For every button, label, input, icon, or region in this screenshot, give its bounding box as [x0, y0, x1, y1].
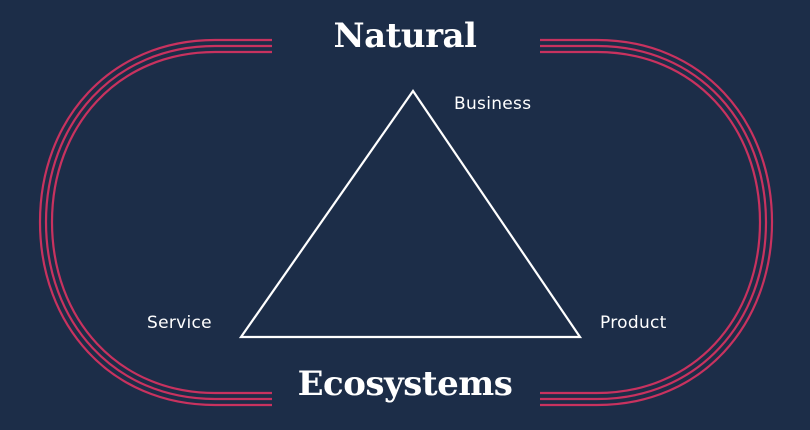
- right-ring: [540, 38, 774, 407]
- left-ring-line-1: [38, 38, 272, 407]
- left-ring-line-2: [44, 44, 272, 401]
- triangle: [238, 89, 583, 339]
- vertex-label-product: Product: [600, 313, 667, 333]
- vertex-label-service: Service: [147, 313, 212, 333]
- title-ecosystems: Ecosystems: [297, 364, 513, 404]
- vertex-label-business: Business: [454, 94, 532, 114]
- right-ring-line-3: [540, 50, 762, 395]
- right-ring-line-1: [540, 38, 774, 407]
- left-ring-line-3: [50, 50, 272, 395]
- right-ring-line-2: [540, 44, 768, 401]
- left-ring: [38, 38, 272, 407]
- title-natural: Natural: [333, 16, 477, 56]
